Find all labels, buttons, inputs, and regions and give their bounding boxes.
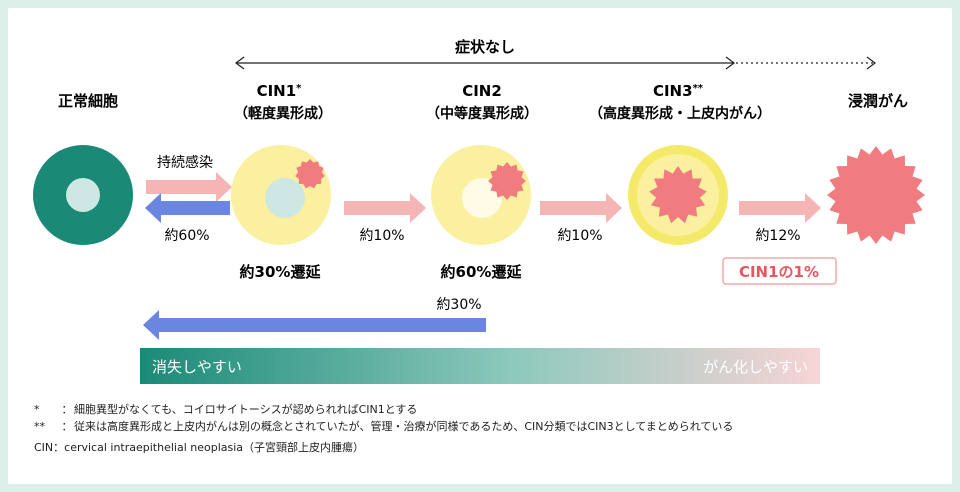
gradient-right-label: がん化しやすい — [703, 358, 808, 376]
footnotes: *：細胞異型がなくても、コイロサイトーシスが認められればCIN1とする **：従… — [34, 401, 733, 456]
regression-60-label: 約60% — [164, 228, 209, 244]
gradient-left-label: 消失しやすい — [152, 358, 242, 376]
regression-30-arrow — [143, 310, 486, 340]
cin-definition-term: CIN — [34, 441, 54, 454]
tendency-gradient-bar: 消失しやすい がん化しやすい — [140, 348, 820, 384]
cin2-cell — [431, 145, 531, 245]
cin1-footnote-mark: * — [296, 83, 302, 94]
no-symptoms-label: 症状なし — [455, 38, 515, 56]
footnote-2-text: 従来は高度異形成と上皮内がんは別の概念とされていたが、管理・治療が同様であるため… — [74, 420, 734, 433]
cin-definition-text: cervical intraepithelial neoplasia（子宮頸部上… — [64, 441, 365, 454]
cancer-mass — [827, 146, 925, 244]
regression-30-label: 約30% — [436, 297, 481, 313]
cin2-to-cin3-arrow — [540, 193, 622, 223]
cin3-sublabel: （高度異形成・上皮内がん） — [589, 105, 771, 122]
regression-60-arrow — [145, 193, 230, 223]
cin2-to-cin3-label: 約10% — [557, 228, 602, 244]
footnote-1-text: 細胞異型がなくても、コイロサイトーシスが認められればCIN1とする — [74, 403, 418, 416]
cin1-to-cin2-arrow — [344, 193, 426, 223]
cin1-delay-label: 約30%遷延 — [240, 263, 322, 281]
footnote-2-mark: ** — [34, 420, 45, 433]
persistent-infection-arrow — [146, 172, 232, 202]
persistent-infection-label: 持続感染 — [157, 154, 213, 171]
cin3-cell — [628, 145, 728, 245]
cin2-label: CIN2 — [462, 82, 502, 100]
cin3-footnote-mark: ** — [693, 83, 704, 94]
cin3-to-cancer-arrow — [739, 193, 821, 223]
cin2-delay-label: 約60%遷延 — [441, 263, 523, 281]
cin1-to-cancer-badge: CIN1の1% — [722, 257, 837, 285]
cin2-atypical-spot — [488, 162, 526, 200]
footnote-1: * ：細胞異型がなくても、コイロサイトーシスが認められればCIN1とする — [34, 401, 733, 418]
cin3-to-cancer-label: 約12% — [755, 228, 800, 244]
footnote-2: ** ：従来は高度異形成と上皮内がんは別の概念とされていたが、管理・治療が同様であ… — [34, 418, 733, 435]
cin3-name: CIN3 — [653, 82, 693, 100]
cin1-to-cancer-label: CIN1の1% — [739, 263, 819, 281]
cin3-label: CIN3** — [653, 82, 704, 100]
cin1-sublabel: （軽度異形成） — [234, 105, 332, 122]
cin1-label: CIN1* — [257, 82, 303, 100]
footnote-1-sep: ： — [61, 403, 73, 416]
cin-definition: CIN：cervical intraepithelial neoplasia（子… — [34, 439, 733, 456]
cin1-name: CIN1 — [257, 82, 297, 100]
cin1-cell — [231, 145, 331, 245]
cin3-atypical-mass — [649, 166, 707, 224]
footnote-2-sep: ： — [61, 420, 73, 433]
normal-cell-label: 正常細胞 — [58, 92, 118, 110]
cin1-atypical-spot — [295, 159, 325, 189]
invasive-cancer-cell — [827, 146, 925, 244]
invasive-cancer-label: 浸潤がん — [848, 92, 908, 110]
cin2-sublabel: （中等度異形成） — [426, 105, 538, 122]
no-symptoms-arrow — [235, 56, 876, 70]
footnote-1-mark: * — [34, 403, 40, 416]
normal-cell — [33, 145, 133, 245]
cin-definition-sep: ： — [53, 441, 65, 454]
cin1-to-cin2-label: 約10% — [359, 228, 404, 244]
